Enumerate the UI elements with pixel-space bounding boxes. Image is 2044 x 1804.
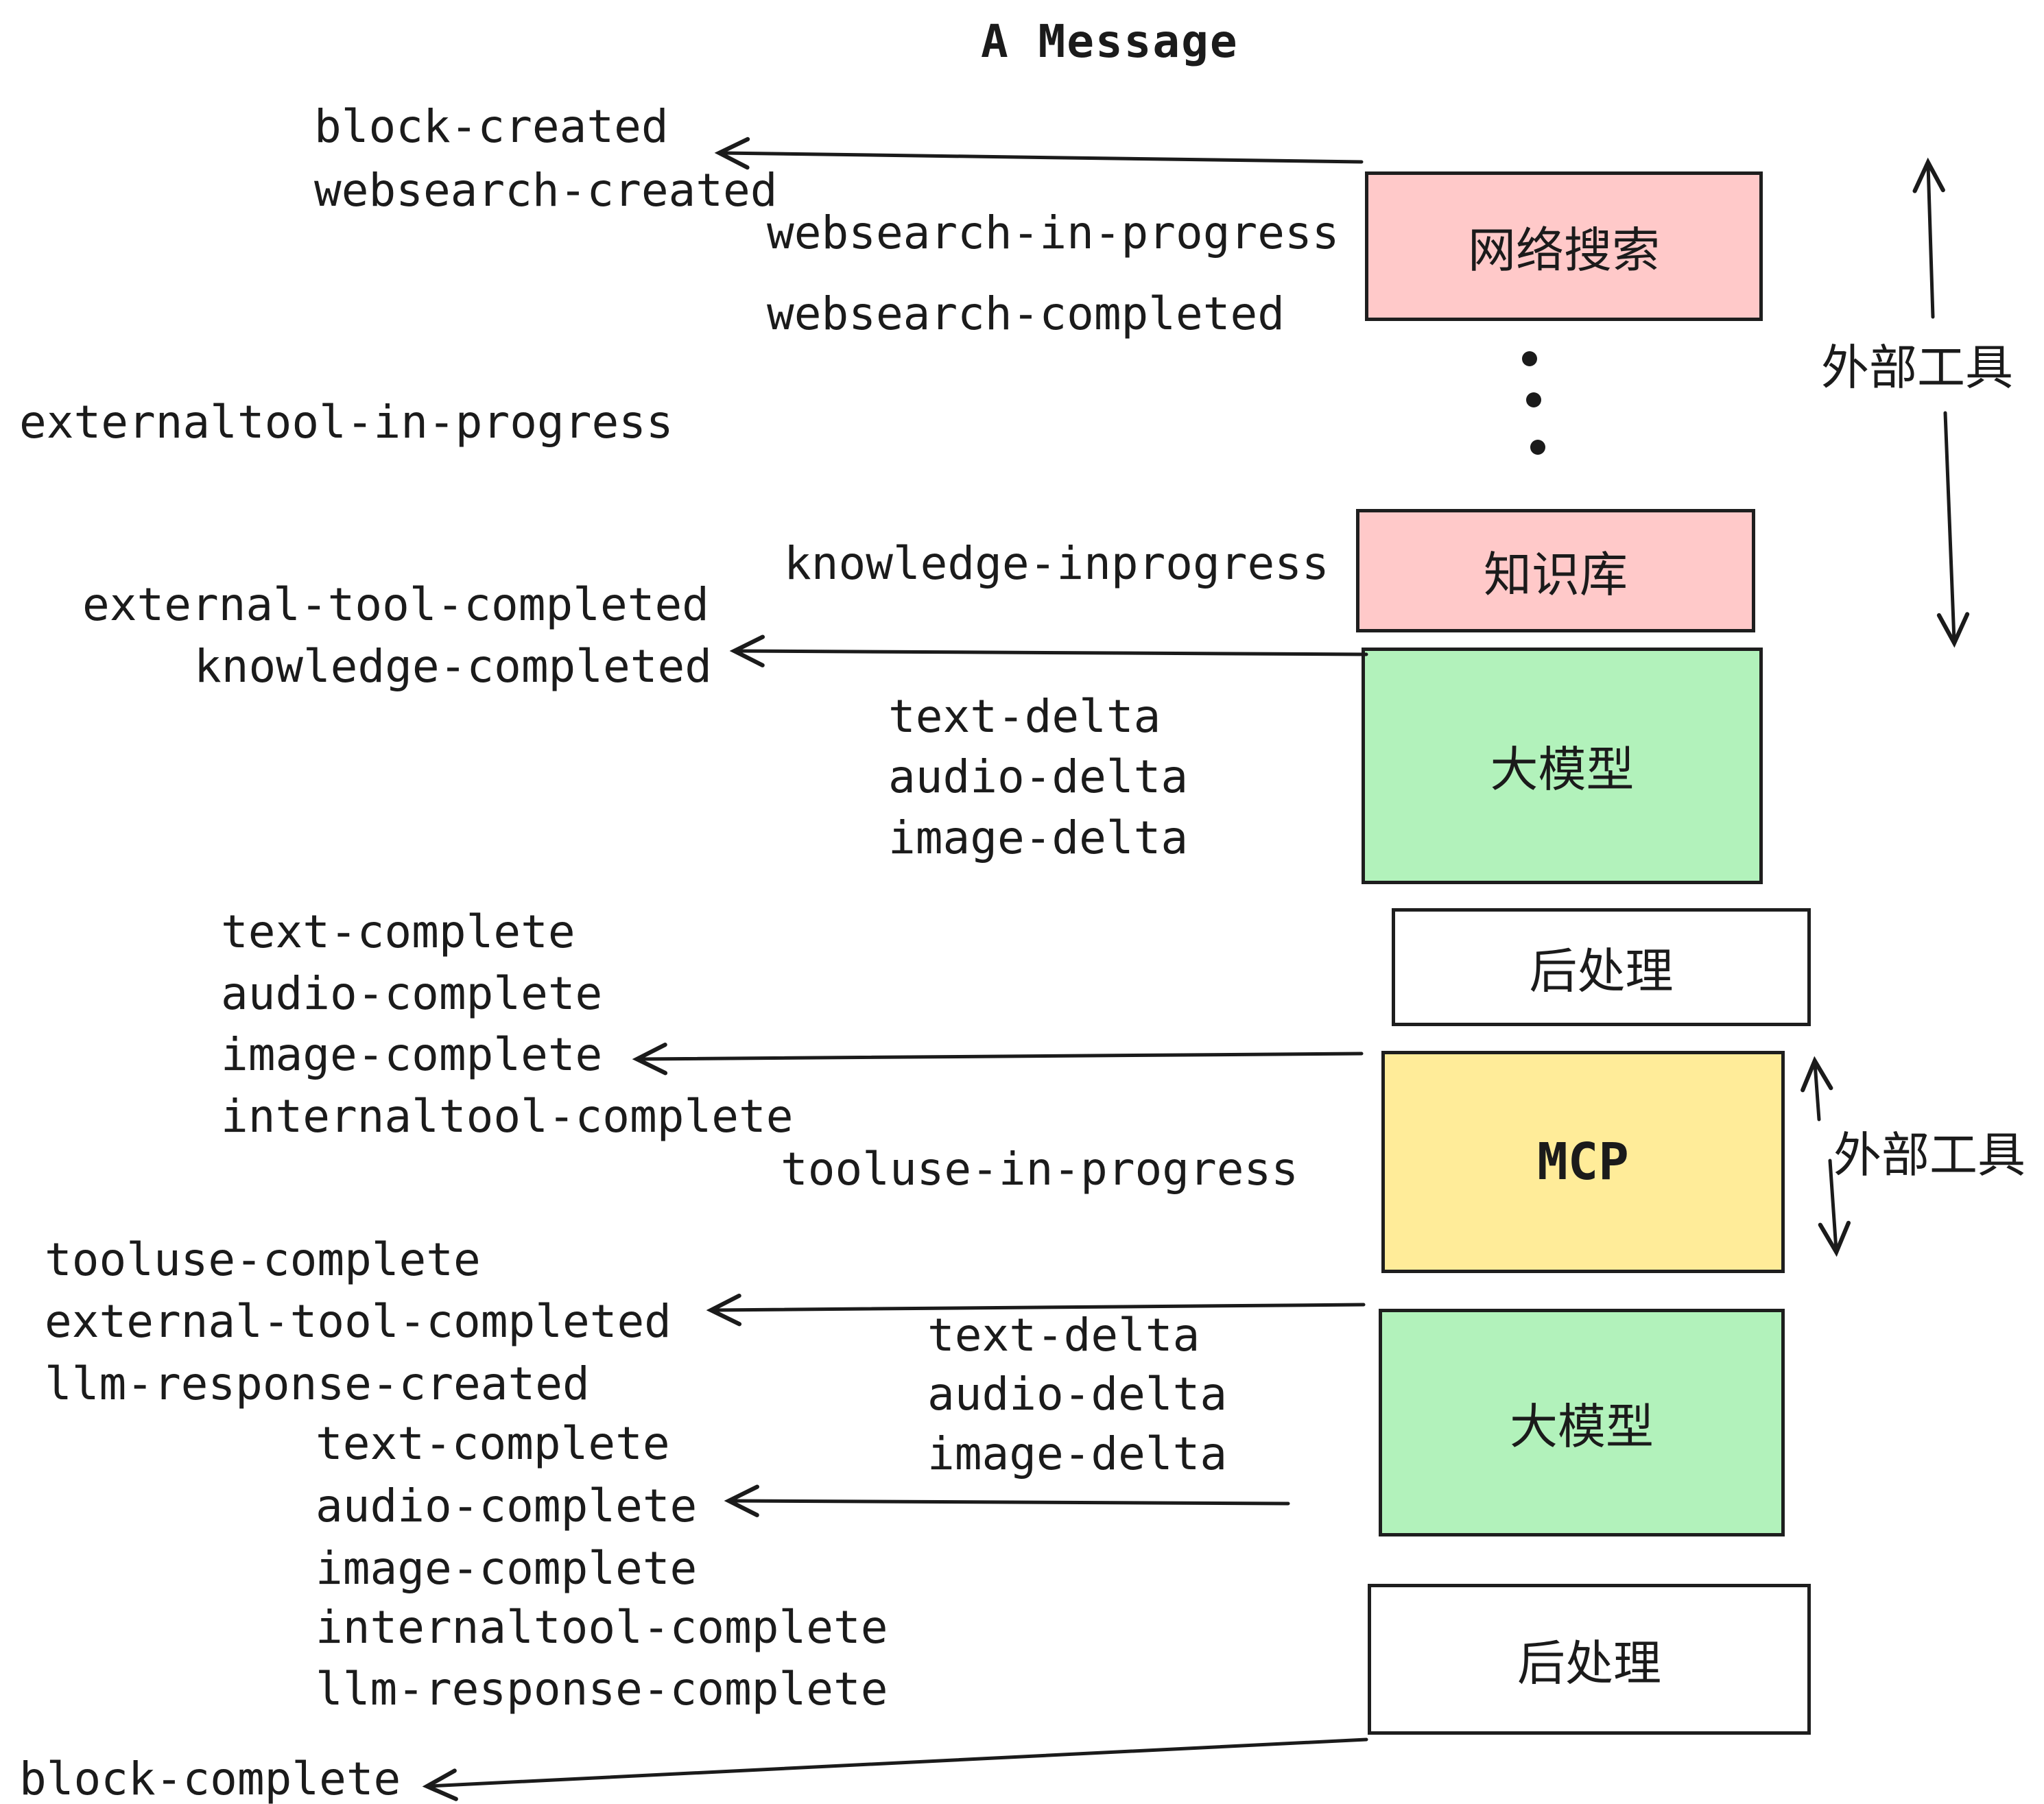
event-knowledge-inprogress: knowledge-inprogress (784, 537, 1329, 590)
event-image-delta-2: image-delta (927, 1427, 1228, 1480)
websearch-box: 网络搜索 (1365, 171, 1763, 321)
event-websearch-created: websearch-created (314, 164, 778, 217)
mcp-box: MCP (1381, 1051, 1785, 1273)
arrow-to-knowledge-completed (729, 634, 1368, 667)
event-audio-delta-2: audio-delta (927, 1368, 1228, 1421)
llm-box-1: 大模型 (1362, 648, 1763, 884)
event-text-complete-1: text-complete (221, 905, 575, 958)
arrow-websearch-to-block-created (714, 137, 1364, 170)
event-llm-response-complete: llm-response-complete (316, 1663, 888, 1716)
llm-box-2-label: 大模型 (1510, 1399, 1654, 1453)
event-text-complete-2: text-complete (316, 1417, 670, 1470)
postprocess-box-1-label: 后处理 (1529, 944, 1674, 998)
event-tooluse-complete: tooluse-complete (45, 1233, 481, 1286)
event-image-complete-2: image-complete (316, 1542, 698, 1595)
event-external-tool-completed: external-tool-completed (82, 578, 709, 631)
llm-box-2: 大模型 (1379, 1309, 1785, 1536)
websearch-box-label: 网络搜索 (1468, 223, 1660, 277)
event-block-complete: block-complete (19, 1753, 401, 1804)
ellipsis-dot-1 (1522, 351, 1537, 366)
external-tools-label-top: 外部工具 (1821, 341, 2013, 394)
event-audio-delta-1: audio-delta (888, 750, 1189, 803)
event-externaltool-in-progress: externaltool-in-progress (19, 396, 674, 449)
event-audio-complete-2: audio-complete (316, 1480, 698, 1532)
event-knowledge-completed: knowledge-completed (194, 640, 712, 693)
external-tools-down-arrow-top (1936, 411, 1970, 648)
event-text-delta-1: text-delta (888, 690, 1161, 743)
event-websearch-completed: websearch-completed (767, 287, 1285, 340)
event-tooluse-in-progress: tooluse-in-progress (781, 1143, 1298, 1196)
mcp-box-label: MCP (1537, 1132, 1629, 1191)
event-text-delta-2: text-delta (927, 1309, 1200, 1362)
event-external-tool-completed-2: external-tool-completed (45, 1295, 672, 1348)
knowledge-box-label: 知识库 (1484, 547, 1628, 602)
event-internaltool-complete-1: internaltool-complete (221, 1090, 794, 1143)
postprocess-box-2-label: 后处理 (1517, 1636, 1661, 1690)
external-tools-label-mid: 外部工具 (1833, 1128, 2025, 1182)
event-audio-complete-1: audio-complete (221, 967, 603, 1020)
event-image-delta-1: image-delta (888, 811, 1189, 864)
external-tools-up-arrow-mid (1801, 1056, 1833, 1121)
event-llm-response-created: llm-response-created (45, 1357, 590, 1410)
external-tools-up-arrow-top (1912, 157, 1945, 319)
event-block-created: block-created (314, 100, 669, 153)
llm-box-1-label: 大模型 (1490, 743, 1635, 796)
arrow-to-block-complete (422, 1737, 1368, 1801)
ellipsis-dot-3 (1530, 440, 1545, 455)
knowledge-box: 知识库 (1356, 509, 1755, 632)
postprocess-box-2: 后处理 (1368, 1584, 1811, 1735)
diagram-title: A Message (981, 15, 1239, 68)
arrow-to-audio-complete (724, 1484, 1290, 1517)
postprocess-box-1: 后处理 (1392, 908, 1811, 1026)
event-internaltool-complete-2: internaltool-complete (316, 1601, 888, 1654)
arrow-to-image-complete (632, 1042, 1364, 1076)
event-image-complete-1: image-complete (221, 1028, 603, 1081)
event-websearch-in-progress: websearch-in-progress (767, 206, 1340, 259)
ellipsis-dot-2 (1526, 392, 1541, 407)
